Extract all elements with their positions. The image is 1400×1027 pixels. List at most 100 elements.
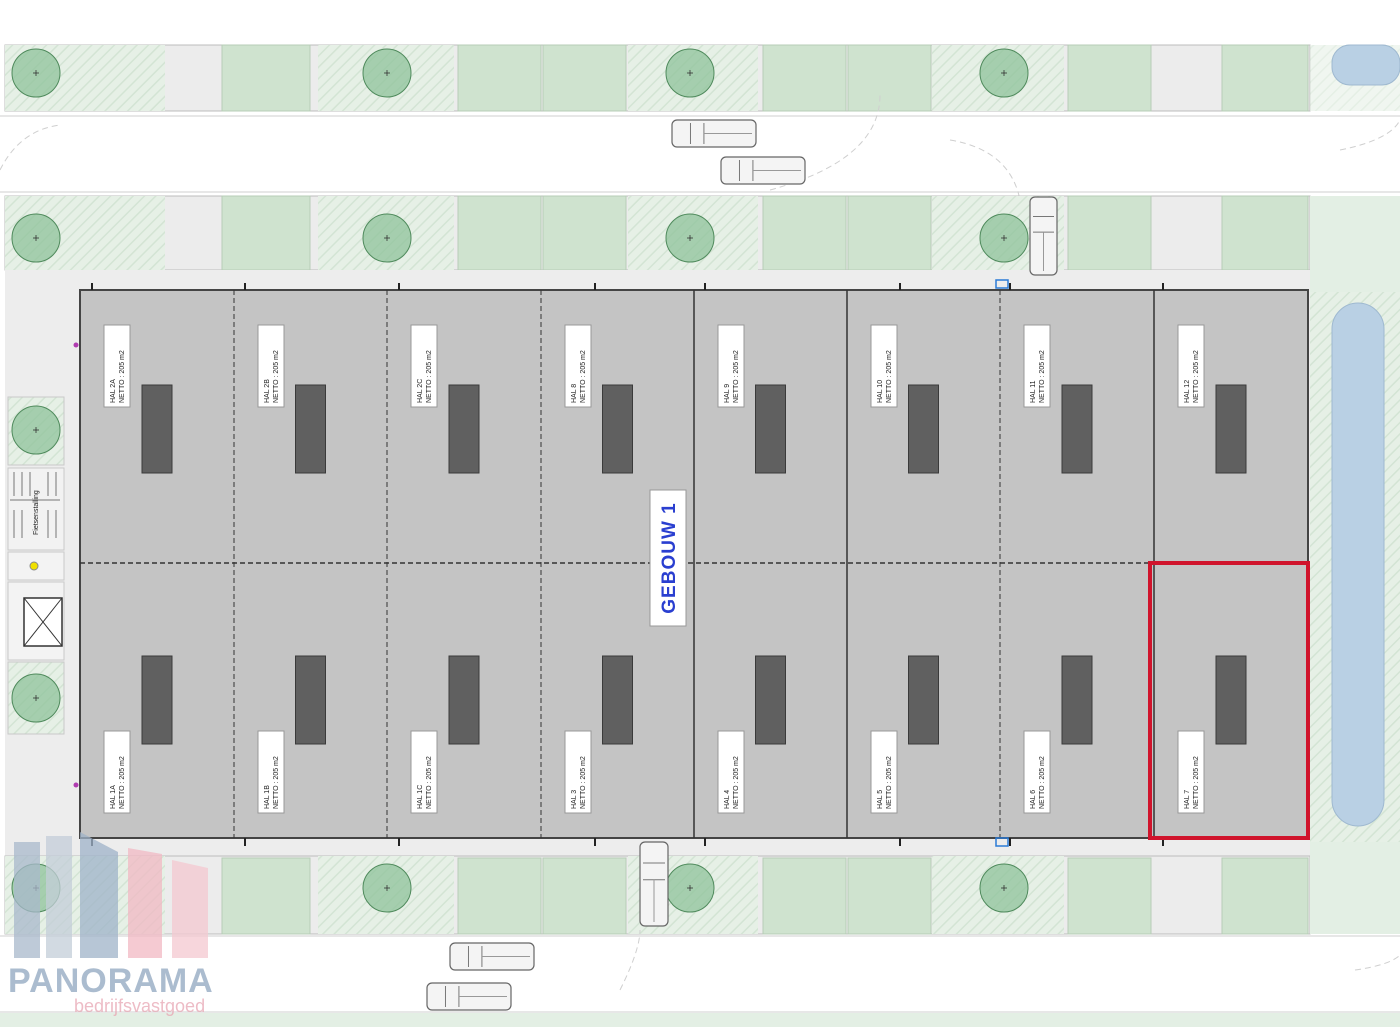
unit-label-card <box>103 324 131 408</box>
tree-icon <box>11 673 61 723</box>
tree-icon <box>362 48 412 98</box>
dock-door <box>1061 655 1093 745</box>
marker-icon <box>73 782 79 788</box>
van-icon <box>449 942 535 971</box>
unit-label-card <box>870 324 898 408</box>
unit-area: NETTO : 205 m2 <box>1193 756 1200 809</box>
unit-area: NETTO : 205 m2 <box>1039 350 1046 403</box>
tree-icon <box>979 863 1029 913</box>
unit-label-card <box>103 730 131 814</box>
logo-bar-4 <box>128 848 162 958</box>
panorama-logo: PANORAMA bedrijfsvastgoed <box>8 832 214 1016</box>
dock-door <box>295 655 326 745</box>
unit-label-card <box>257 324 285 408</box>
dock-door <box>602 384 633 474</box>
unit-area: NETTO : 205 m2 <box>119 756 126 809</box>
unit-name: HAL 10 <box>877 380 884 403</box>
unit-name: HAL 3 <box>571 790 578 809</box>
parking-strip-top <box>4 44 1311 112</box>
unit-name: HAL 7 <box>1184 790 1191 809</box>
logo-bar-1 <box>14 842 40 958</box>
road-lower <box>0 929 1400 1027</box>
dock-door <box>1215 655 1247 745</box>
dock-door <box>141 655 173 745</box>
tree-icon <box>979 48 1029 98</box>
logo-bar-3 <box>80 832 118 958</box>
building-label: GEBOUW 1 <box>659 502 680 613</box>
tree-icon <box>362 213 412 263</box>
tree-icon <box>362 863 412 913</box>
light-pole-icon <box>29 561 39 571</box>
unit-label-card <box>410 324 438 408</box>
tree-icon <box>11 405 61 455</box>
marker-icon <box>73 342 79 348</box>
unit-name: HAL 2B <box>264 379 271 403</box>
unit-label-card <box>564 730 592 814</box>
unit-name: HAL 12 <box>1184 380 1191 403</box>
tree-icon <box>979 213 1029 263</box>
van-icon <box>720 156 806 185</box>
van-icon <box>1029 196 1058 276</box>
unit-label-card <box>257 730 285 814</box>
tree-icon <box>11 48 61 98</box>
unit-area: NETTO : 205 m2 <box>426 756 433 809</box>
dock-door <box>1061 384 1093 474</box>
unit-name: HAL 5 <box>877 790 884 809</box>
dock-door <box>755 384 786 474</box>
unit-area: NETTO : 205 m2 <box>1193 350 1200 403</box>
entrance-marker-icon <box>995 279 1009 289</box>
vans-layer <box>426 119 1058 1011</box>
unit-area: NETTO : 205 m2 <box>1039 756 1046 809</box>
logo-tagline: bedrijfsvastgoed <box>74 996 205 1016</box>
entrance-marker-icon <box>995 837 1009 847</box>
bike-storage-label: Fietsenstalling <box>33 490 40 535</box>
unit-name: HAL 9 <box>724 384 731 403</box>
unit-label-card <box>1023 324 1051 408</box>
unit-area: NETTO : 205 m2 <box>733 350 740 403</box>
tree-icon <box>11 213 61 263</box>
van-icon <box>426 982 512 1011</box>
unit-name: HAL 4 <box>724 790 731 809</box>
unit-name: HAL 8 <box>571 384 578 403</box>
van-icon <box>671 119 757 148</box>
unit-name: HAL 2C <box>417 379 424 403</box>
unit-label-card <box>564 324 592 408</box>
dock-door <box>755 655 786 745</box>
tree-icon <box>665 48 715 98</box>
unit-area: NETTO : 205 m2 <box>273 350 280 403</box>
logo-wordmark: PANORAMA <box>8 962 214 1000</box>
unit-label-card <box>870 730 898 814</box>
unit-label-card <box>1177 324 1205 408</box>
logo-bar-2 <box>46 836 72 958</box>
unit-name: HAL 2A <box>110 379 117 403</box>
water-pond-long <box>1331 302 1385 827</box>
building-label-box: GEBOUW 1 <box>649 489 687 627</box>
dock-door <box>602 655 633 745</box>
van-icon <box>639 841 669 927</box>
dock-door <box>908 384 939 474</box>
highlighted-unit-frame <box>1148 561 1310 840</box>
unit-area: NETTO : 205 m2 <box>119 350 126 403</box>
logo-bar-5 <box>172 860 208 958</box>
dock-door <box>141 384 173 474</box>
dock-door <box>448 655 480 745</box>
